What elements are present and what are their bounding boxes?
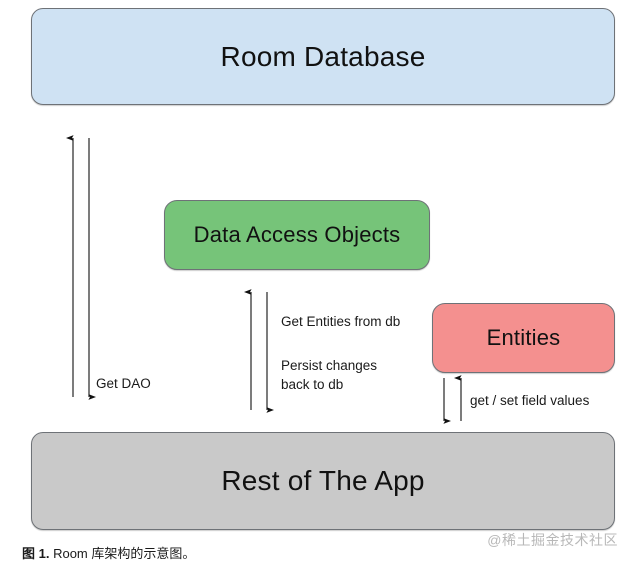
figure-number: 图 1. bbox=[22, 546, 50, 561]
node-rest-of-the-app: Rest of The App bbox=[31, 432, 615, 530]
edge-label-persist-changes-back-to-db: Persist changes back to db bbox=[281, 358, 378, 392]
figure-caption-text: Room 库架构的示意图。 bbox=[49, 546, 196, 561]
node-rest-of-the-app-label: Rest of The App bbox=[221, 465, 425, 496]
node-entities-label: Entities bbox=[486, 325, 561, 350]
node-data-access-objects-label: Data Access Objects bbox=[193, 222, 401, 247]
node-room-database-label: Room Database bbox=[220, 40, 426, 72]
figure-caption: 图 1. Room 库架构的示意图。 bbox=[22, 543, 195, 562]
edge-label-get-set-field-values: get / set field values bbox=[470, 393, 590, 408]
edge-label-get-entities-from-db: Get Entities from db bbox=[281, 314, 401, 329]
edge-label-get-dao: Get DAO bbox=[96, 376, 151, 391]
node-data-access-objects: Data Access Objects bbox=[164, 200, 430, 270]
watermark: @稀土掘金技术社区 bbox=[487, 532, 618, 548]
node-entities: Entities bbox=[432, 303, 615, 373]
node-room-database: Room Database bbox=[31, 8, 615, 105]
